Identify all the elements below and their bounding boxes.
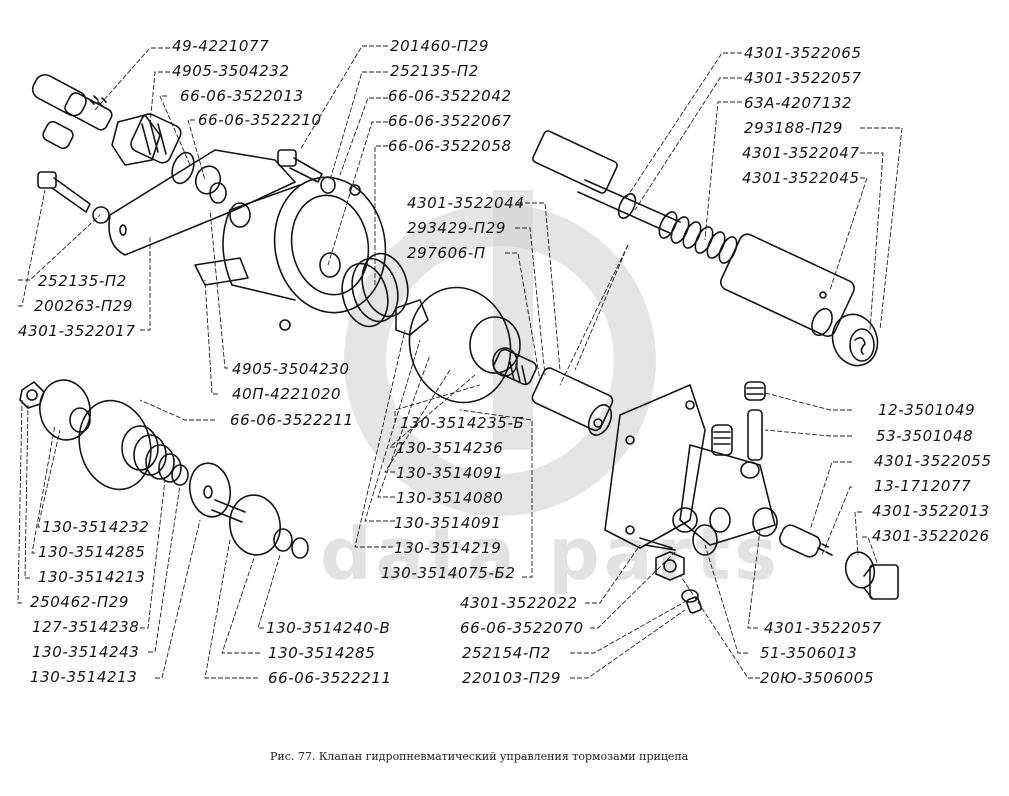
part-label: 4301-3522045 <box>742 169 860 187</box>
part-label: 130-3514285 <box>268 644 376 662</box>
part-label: 4301-3522057 <box>744 69 862 87</box>
diaphragm-assembly <box>395 286 538 404</box>
bolt-left <box>37 171 110 224</box>
part-label: 66-06-3522211 <box>268 669 392 687</box>
part-label: 40П-4221020 <box>232 385 342 403</box>
union-nut <box>111 113 182 166</box>
upper-plunger <box>532 130 681 235</box>
part-label: 297606-П <box>407 244 486 262</box>
part-label: 4301-3522044 <box>407 194 525 212</box>
part-label: 130-3514243 <box>32 643 140 661</box>
part-label: 4301-3522047 <box>742 144 860 162</box>
part-label: 66-06-3522058 <box>388 137 512 155</box>
upper-sleeve <box>719 233 855 337</box>
part-label: 4301-3522022 <box>460 594 578 612</box>
valve-block-plug <box>779 524 899 600</box>
upper-spring <box>658 211 738 264</box>
part-label: 130-3514091 <box>394 514 502 532</box>
part-label: 201460-П29 <box>390 37 490 55</box>
part-label: 130-3514285 <box>38 543 146 561</box>
part-label: 66-06-3522211 <box>230 411 354 429</box>
part-label: 252154-П2 <box>462 644 551 662</box>
part-label: 66-06-3522210 <box>198 111 322 129</box>
part-label: 66-06-3522067 <box>388 112 512 130</box>
part-label: 4301-3522057 <box>764 619 882 637</box>
part-label: 4301-3522017 <box>18 322 136 340</box>
part-label: 66-06-3522042 <box>388 87 512 105</box>
part-label: 130-3514240-В <box>266 619 391 637</box>
part-label: 130-3514232 <box>42 518 150 536</box>
part-label: 130-3514091 <box>396 464 504 482</box>
part-label: 293188-П29 <box>744 119 844 137</box>
figure-caption: Рис. 77. Клапан гидропневматический упра… <box>270 750 689 763</box>
lower-diaphragm <box>19 379 309 559</box>
part-label: 252135-П2 <box>38 272 127 290</box>
part-label: 4301-3522055 <box>874 452 992 470</box>
part-label: 66-06-3522013 <box>180 87 304 105</box>
part-label: 4301-3522013 <box>872 502 990 520</box>
part-label: 4905-3504232 <box>172 62 290 80</box>
part-label: 220103-П29 <box>462 669 562 687</box>
part-label: 20Ю-3506005 <box>760 669 875 687</box>
main-spring <box>341 252 409 328</box>
part-label: 130-3514236 <box>396 439 504 457</box>
leader-lines <box>17 45 903 679</box>
part-label: 130-3514235-Б <box>400 414 525 432</box>
piston <box>531 367 614 436</box>
valve-block <box>604 381 778 549</box>
valve-housing <box>194 176 387 331</box>
part-label: 53-3501048 <box>876 427 974 445</box>
part-label: 130-3514213 <box>38 568 146 586</box>
part-label: 200263-П29 <box>34 297 134 315</box>
part-label: 13-1712077 <box>874 477 972 495</box>
part-label: 252135-П2 <box>390 62 479 80</box>
part-label: 12-3501049 <box>878 401 976 419</box>
part-label: 130-3514075-Б2 <box>381 564 516 582</box>
part-label: 51-3506013 <box>760 644 858 662</box>
mounting-bracket <box>108 149 296 256</box>
part-label: 127-3514238 <box>32 618 140 636</box>
retaining-ring <box>831 313 879 367</box>
part-label: 4301-3522065 <box>744 44 862 62</box>
part-label: 250462-П29 <box>30 593 130 611</box>
part-label: 49-4221077 <box>172 37 270 55</box>
part-label: 66-06-3522070 <box>460 619 584 637</box>
banjo-fitting <box>31 73 113 150</box>
lower-fittings <box>639 524 718 614</box>
part-label: 130-3514080 <box>396 489 504 507</box>
part-label: 130-3514219 <box>394 539 502 557</box>
part-label: 63А-4207132 <box>744 94 853 112</box>
part-label: 4301-3522026 <box>872 527 990 545</box>
part-label: 293429-П29 <box>407 219 507 237</box>
part-label: 4905-3504230 <box>232 360 350 378</box>
part-label: 130-3514213 <box>30 668 138 686</box>
